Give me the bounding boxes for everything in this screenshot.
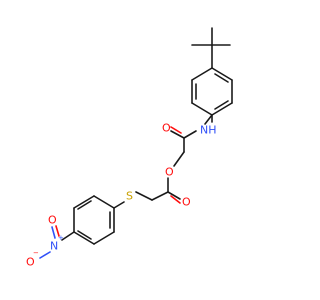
s-to-ring-bond xyxy=(113,201,125,209)
nitro-n-o-bottom xyxy=(39,251,51,259)
nitro-oxygen-top-label: O xyxy=(48,214,57,227)
sulfur-label: S xyxy=(126,190,133,203)
ch2-to-ester-o-bond xyxy=(173,151,185,167)
ester-oxygen-label: O xyxy=(165,166,174,179)
amide-c-o-double-2 xyxy=(170,126,182,134)
structure-diagram: NH O O O S N + O O − xyxy=(26,27,233,269)
amide-nh-label: NH xyxy=(200,124,217,137)
nitro-nitrogen-label: N xyxy=(50,240,58,253)
amide-c-o-double-1 xyxy=(170,130,185,139)
ch2-to-s-bond xyxy=(135,191,153,201)
nitrophenyl-ring xyxy=(73,195,115,245)
nh-ring-bond xyxy=(204,114,213,125)
tert-butyl-group xyxy=(191,27,231,69)
nh-to-carbonyl-bond xyxy=(183,130,197,139)
carbonyl-oxygen-label: O xyxy=(182,196,191,209)
nitro-oxygen-minus-label: O xyxy=(26,256,35,269)
nitro-n-o-top-1 xyxy=(51,226,56,239)
ring-to-nitro-bond xyxy=(61,231,75,241)
amide-oxygen-label: O xyxy=(162,122,171,135)
ester-c-o-double-1 xyxy=(167,191,181,200)
nitro-nitrogen-charge: + xyxy=(58,234,64,242)
nitro-oxygen-charge: − xyxy=(33,249,39,257)
nitro-n-o-top-2 xyxy=(55,225,60,237)
tbu-phenyl-ring xyxy=(191,67,233,116)
ester-c-to-ch2-bond xyxy=(151,191,169,201)
ester-c-o-double-2 xyxy=(170,195,181,204)
